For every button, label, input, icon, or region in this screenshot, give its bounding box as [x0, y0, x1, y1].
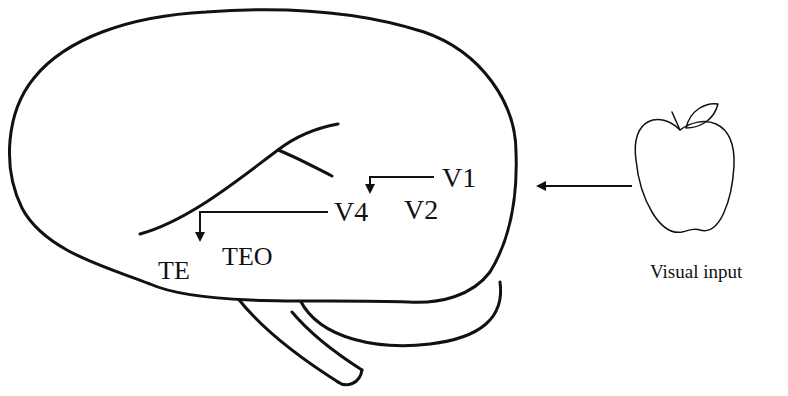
brainstem [292, 312, 362, 370]
sulcus [278, 150, 332, 176]
area-label: V1 [442, 164, 476, 192]
input-arrow [538, 185, 632, 187]
brainstem [236, 296, 338, 382]
area-label: V2 [404, 196, 438, 224]
apple-stem [672, 112, 680, 130]
area-label: TE [158, 258, 190, 284]
brainstem [338, 370, 362, 385]
apple-icon [635, 120, 734, 233]
apple-leaf [686, 104, 718, 128]
flow-arrow [370, 177, 434, 192]
area-label: V4 [334, 198, 368, 226]
input-caption: Visual input [650, 262, 742, 281]
area-label: TEO [222, 244, 273, 270]
flow-arrow [200, 212, 328, 240]
lateral-sulcus [140, 124, 338, 234]
brain-outline [10, 10, 517, 303]
